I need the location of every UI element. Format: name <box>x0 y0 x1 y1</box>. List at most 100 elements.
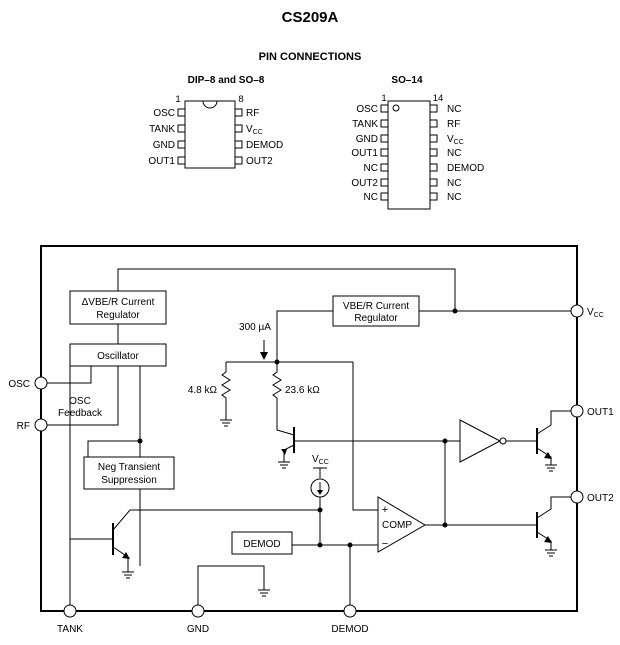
so14-pin <box>429 134 438 143</box>
pin-out1 <box>570 404 584 418</box>
inverter-symbol <box>459 419 502 463</box>
dvbe-regulator-line1: ΔVBE/R Current <box>82 297 155 308</box>
so14-pin <box>380 178 389 187</box>
so14-left-pin-label: TANK <box>352 119 378 130</box>
pin-vcc-label: VCC <box>587 307 604 319</box>
osc-feedback-label-line1: OSC <box>69 396 91 407</box>
so14-pin1-marker <box>392 104 400 112</box>
osc-pin-wire <box>42 366 92 384</box>
regulator-feed-wire <box>276 310 333 362</box>
so14-label: SO–14 <box>391 75 423 86</box>
dvbe-regulator-block <box>69 290 167 325</box>
so14-right-pin-label: NC <box>447 192 461 203</box>
so14-pin <box>429 163 438 172</box>
so14-left-pin-label: NC <box>364 192 378 203</box>
resistor-4k8 <box>221 362 231 420</box>
current-arrow-head <box>260 352 268 360</box>
current-source-arrowhead <box>317 490 323 495</box>
rf-pin-wire <box>42 366 119 426</box>
dip8-body <box>184 100 236 169</box>
dvbe-regulator-line2: Regulator <box>96 310 140 321</box>
so14-pin <box>429 178 438 187</box>
pin-demod <box>343 604 357 618</box>
pin-osc-label: OSC <box>8 379 30 390</box>
dip8-label: DIP–8 and SO–8 <box>188 75 265 86</box>
so14-left-pin-label: NC <box>364 163 378 174</box>
transistor-out1-arrow <box>544 452 552 459</box>
internal-vcc-label: VCC <box>312 454 329 466</box>
so14-left-pin-label: OSC <box>356 104 378 115</box>
dip8-right-pin-label: OUT2 <box>246 156 273 167</box>
vbe-regulator-line1: VBE/R Current <box>343 301 409 312</box>
dip8-notch <box>202 100 218 109</box>
so14-right-pin-label: DEMOD <box>447 163 484 174</box>
dip8-pin <box>177 140 186 149</box>
pin-tank-label: TANK <box>57 624 83 635</box>
so14-pin <box>429 192 438 201</box>
pin-rf-label: RF <box>17 421 30 432</box>
so14-pin1-number: 1 <box>381 93 386 104</box>
dip8-package: DIP–8 and SO–8 1 8 OSC TANK GND OUT1 RF … <box>148 75 283 169</box>
pin-connections-heading: PIN CONNECTIONS <box>259 51 362 63</box>
wire <box>87 440 140 457</box>
dip8-left-pin-label: GND <box>153 140 175 151</box>
dip8-pin <box>234 156 243 165</box>
transistor-q1-arrow <box>281 449 287 455</box>
so14-left-pin-label: OUT2 <box>351 178 378 189</box>
junction-dot <box>442 522 448 528</box>
so14-pin <box>380 192 389 201</box>
transistor-out2-collector <box>536 496 575 519</box>
transistor-q2-arrow <box>122 552 130 559</box>
demod-block <box>231 531 293 555</box>
inverter-bubble <box>499 437 507 445</box>
so14-pin <box>380 134 389 143</box>
so14-pin <box>429 148 438 157</box>
top-bias-wire <box>117 268 456 311</box>
so14-pin <box>380 148 389 157</box>
dip8-right-pin-label: VCC <box>246 124 263 136</box>
block-diagram: ΔVBE/R Current Regulator VBE/R Current R… <box>8 245 614 635</box>
so14-right-pin-label: NC <box>447 104 461 115</box>
so14-package: SO–14 1 14 OSC TANK GND OUT1 NC OUT2 NC … <box>351 75 484 210</box>
junction-dot <box>452 308 458 314</box>
pin-rf <box>34 418 48 432</box>
transistor-q2-emitter <box>112 546 129 572</box>
osc-feedback-label-line2: Feedback <box>58 408 103 419</box>
comparator-minus: − <box>382 538 388 550</box>
pin-vcc <box>570 304 584 318</box>
transistor-q1-lead <box>276 418 295 436</box>
gnd-wire <box>197 565 265 611</box>
neg-transient-line2: Suppression <box>101 475 157 486</box>
transistor-out2-arrow <box>544 536 552 543</box>
dip8-right-pin-label: RF <box>246 108 259 119</box>
so14-right-pin-label: RF <box>447 119 460 130</box>
pin-tank <box>63 604 77 618</box>
transistor-out2-emitter <box>536 531 552 550</box>
dip8-pin8-number: 8 <box>238 94 243 105</box>
so14-pin <box>380 163 389 172</box>
dip8-pin <box>177 156 186 165</box>
comparator-symbol <box>377 496 426 553</box>
so14-right-pin-label: VCC <box>447 134 464 146</box>
dip8-pin1-number: 1 <box>175 94 180 105</box>
dip8-left-pin-label: TANK <box>149 124 175 135</box>
resistor-23k6 <box>272 362 282 418</box>
resistor-4k8-label: 4.8 kΩ <box>188 385 218 396</box>
current-source-label: 300 µA <box>239 322 271 333</box>
pin-demod-label: DEMOD <box>331 624 368 635</box>
comparator-plus: + <box>382 504 388 516</box>
dip8-pin <box>234 108 243 117</box>
so14-right-pin-label: NC <box>447 148 461 159</box>
pin-osc <box>34 376 48 390</box>
neg-transient-line1: Neg Transient <box>98 462 160 473</box>
dip8-left-pin-label: OSC <box>153 108 175 119</box>
vbe-regulator-block <box>332 295 420 327</box>
dip8-pin <box>177 108 186 117</box>
demod-block-label: DEMOD <box>243 539 280 550</box>
dip8-pin <box>234 124 243 133</box>
pin-gnd <box>191 604 205 618</box>
pin-out2 <box>570 490 584 504</box>
transistor-q2-collector <box>112 509 320 531</box>
